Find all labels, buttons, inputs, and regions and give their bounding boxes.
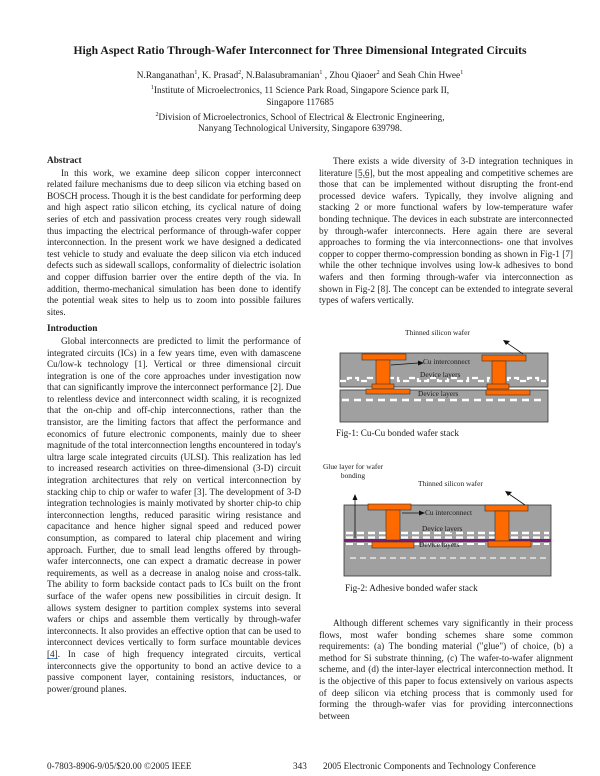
- label-device-layers-top: Device layers: [422, 524, 463, 533]
- footer-isbn: 0-7803-8906-9/05/$20.00 ©2005 IEEE: [47, 761, 192, 771]
- introduction-text: Global interconnects are predicted to li…: [47, 336, 301, 695]
- author-name: and Seah Chin Hwee: [379, 71, 461, 82]
- body-text: Global interconnects are predicted to li…: [47, 335, 301, 648]
- affiliation-marker: 2: [376, 70, 380, 76]
- label-device-layers-bottom: Device layers: [419, 540, 460, 549]
- footer-conference: 2005 Electronic Components and Technolog…: [323, 761, 536, 771]
- affiliation-marker: 1: [150, 84, 154, 91]
- affiliation-1: 1Institute of Microelectronics, 11 Scien…: [0, 83, 600, 98]
- label-device-layers-bottom: Device layers: [418, 389, 459, 398]
- figure-2-caption: Fig-2: Adhesive bonded wafer stack: [345, 583, 478, 593]
- left-column: Abstract In this work, we examine deep s…: [47, 156, 301, 695]
- abstract-heading: Abstract: [47, 156, 82, 166]
- affiliation-marker: 2: [155, 111, 159, 118]
- author-name: , K. Prasad: [197, 71, 239, 82]
- affiliation-marker: 1: [194, 70, 198, 76]
- author-name: , N.Balasubramanian: [241, 71, 320, 82]
- figure-1-caption: Fig-1: Cu-Cu bonded wafer stack: [336, 428, 459, 438]
- body-text: . In case of high frequency integrated c…: [47, 648, 301, 694]
- affiliation-text: Institute of Microelectronics, 11 Scienc…: [153, 85, 450, 96]
- affiliation-2: 2Division of Microelectronics, School of…: [0, 110, 600, 125]
- right-column-top: There exists a wide diversity of 3-D int…: [319, 156, 573, 307]
- label-device-layers-top: Device layers: [420, 370, 461, 379]
- figure-1: Thinned silicon wafer Cu interconnect De…: [330, 325, 570, 435]
- cu-cu-bonded-stack-diagram: [339, 340, 549, 423]
- label-cu-interconnect: Cu interconnect: [425, 508, 472, 517]
- author-name: N.Ranganathan: [136, 71, 195, 82]
- diversity-paragraph: There exists a wide diversity of 3-D int…: [319, 156, 573, 307]
- body-text: There exists a wide diversity of 3-D int…: [319, 156, 573, 178]
- abstract-text: In this work, we examine deep silicon co…: [47, 167, 301, 317]
- figure-2: Glue layer for wafer bonding Thinned sil…: [320, 455, 565, 580]
- label-cu-interconnect: Cu interconnect: [423, 357, 470, 366]
- introduction-heading: Introduction: [47, 324, 98, 335]
- affiliation-2-cont: Nanyang Technological University, Singap…: [197, 124, 403, 135]
- page-number: 343: [293, 761, 307, 771]
- paper-title: High Aspect Ratio Through-Wafer Intercon…: [73, 44, 527, 57]
- citation-link[interactable]: [5,6]: [354, 167, 373, 178]
- affiliation-text: Division of Microelectronics, School of …: [158, 112, 445, 123]
- adhesive-bonded-stack-diagram: [343, 491, 552, 577]
- requirements-paragraph: Although different schemes vary signific…: [319, 618, 573, 721]
- right-column-bottom: Although different schemes vary signific…: [319, 618, 573, 722]
- label-glue-layer: Glue layer for wafer bonding: [322, 462, 384, 480]
- affiliation-marker: 2: [238, 70, 242, 76]
- author-name: , Zhou Qiaoer: [322, 71, 377, 82]
- author-list: N.Ranganathan1, K. Prasad2, N.Balasubram…: [0, 68, 600, 83]
- label-thinned-silicon-wafer: Thinned silicon wafer: [418, 479, 483, 488]
- citation-link[interactable]: [4]: [47, 648, 58, 659]
- affiliation-marker: 1: [460, 70, 464, 76]
- affiliation-marker: 1: [319, 70, 323, 76]
- body-text: , but the most appealing and competitive…: [319, 167, 573, 306]
- label-thinned-silicon-wafer: Thinned silicon wafer: [405, 328, 470, 337]
- affiliation-1-cont: Singapore 117685: [266, 97, 334, 108]
- author-block: N.Ranganathan1, K. Prasad2, N.Balasubram…: [0, 68, 600, 136]
